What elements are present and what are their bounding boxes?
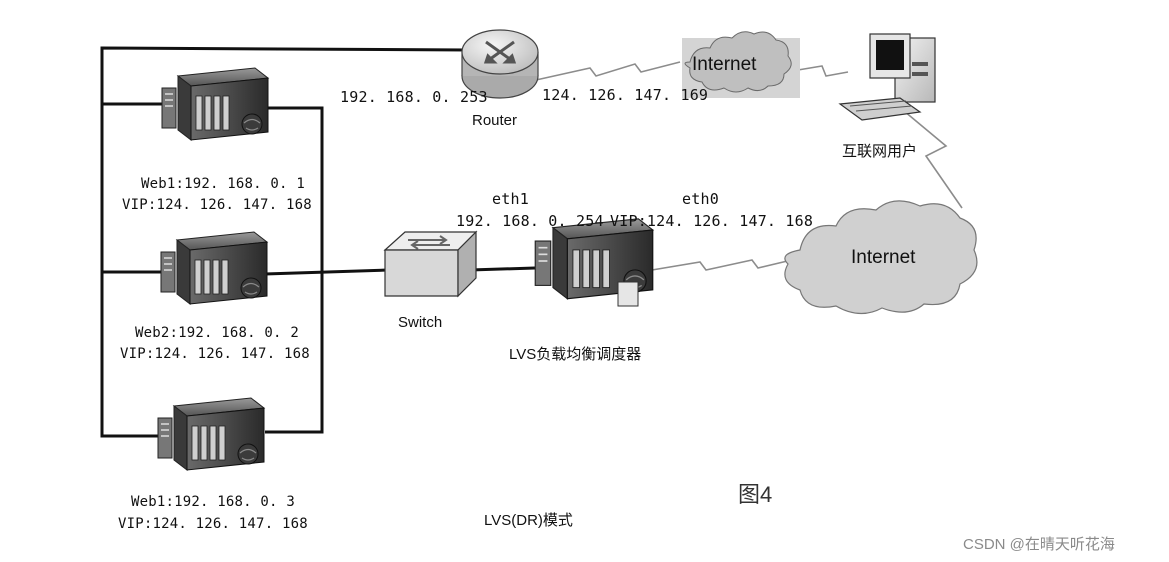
internet-label-top: Internet <box>692 54 757 75</box>
wires <box>100 46 536 438</box>
wire-web2-switch <box>264 268 389 276</box>
watermark: CSDN @在晴天听花海 <box>963 536 1115 553</box>
link-router-cloud <box>535 61 681 81</box>
wire-web1-right-bus <box>265 106 324 434</box>
lvs-eth0-vip: VIP:124. 126. 147. 168 <box>610 212 814 230</box>
switch-icon <box>383 230 478 298</box>
internet-label-bottom: Internet <box>851 247 916 268</box>
switch-label: Switch <box>398 314 443 331</box>
web2-vip: VIP:124. 126. 147. 168 <box>120 346 310 362</box>
router-label: Router <box>472 112 518 129</box>
lvs-director-label: LVS负载均衡调度器 <box>509 346 642 363</box>
diagram-caption: LVS(DR)模式 <box>484 512 573 529</box>
link-cloud-pc <box>797 65 849 77</box>
lvs-eth1-ip: 192. 168. 0. 254 <box>456 212 604 230</box>
web3-real-ip: Web1:192. 168. 0. 3 <box>131 494 295 510</box>
web-server-2-icon <box>160 231 268 305</box>
router-wan-ip: 124. 126. 147. 169 <box>542 86 709 104</box>
lvs-eth1-label: eth1 <box>492 190 529 208</box>
internet-user-label: 互联网用户 <box>842 143 918 160</box>
internet-cloud-top <box>682 31 800 98</box>
lvs-eth0-label: eth0 <box>682 190 719 208</box>
link-lvs-cloud <box>639 257 801 273</box>
lvs-director-icon <box>534 217 654 307</box>
web1-real-ip: Web1:192. 168. 0. 1 <box>141 176 305 192</box>
figure-label: 图4 <box>738 482 773 507</box>
router-icon <box>461 29 539 99</box>
web2-real-ip: Web2:192. 168. 0. 2 <box>135 325 299 341</box>
link-pc-cloud <box>897 105 963 209</box>
wan-links <box>535 61 963 273</box>
desktop-computer-icon <box>838 33 936 121</box>
web-server-1-icon <box>161 67 269 141</box>
wire-router-to-bus <box>100 46 469 438</box>
router-lan-ip: 192. 168. 0. 253 <box>340 88 488 106</box>
internet-cloud-bottom <box>784 200 978 315</box>
wire-switch-lvs <box>469 266 536 272</box>
web-server-3-icon <box>157 397 265 471</box>
web1-vip: VIP:124. 126. 147. 168 <box>122 197 312 213</box>
web3-vip: VIP:124. 126. 147. 168 <box>118 516 308 532</box>
